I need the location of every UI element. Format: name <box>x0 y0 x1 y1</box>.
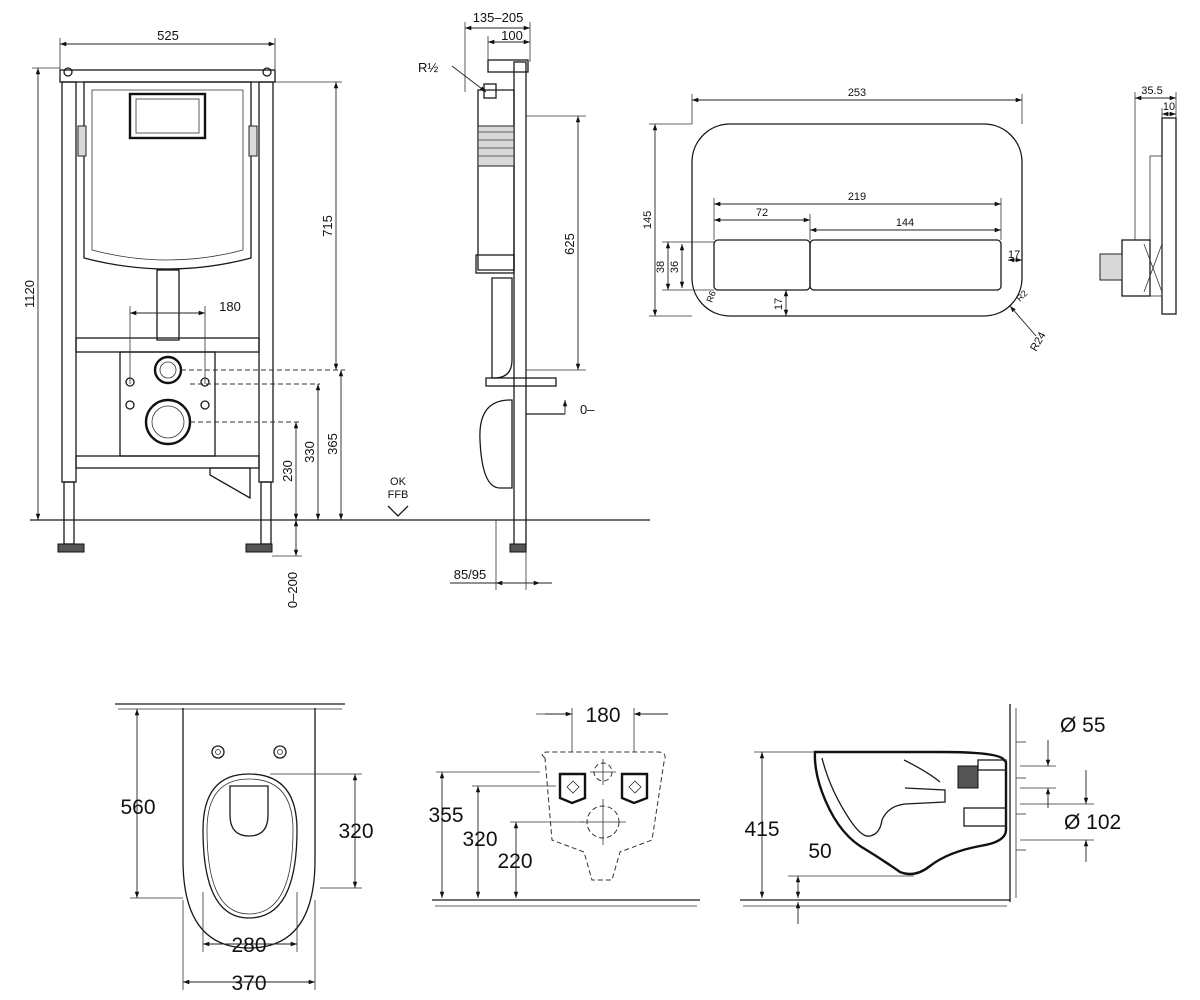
side-valve <box>483 83 497 99</box>
frame-front-view: 525 1120 715 180 365 330 230 0–200 OK <box>22 28 650 608</box>
dim-back-height-355: 355 <box>428 804 463 827</box>
dim-bowl-inner-320: 320 <box>338 820 373 843</box>
radius-r6: R6 <box>704 289 717 303</box>
right-foot <box>245 543 273 553</box>
plate-actuator <box>1099 253 1123 281</box>
dim-height-1120: 1120 <box>22 280 37 308</box>
bowl-outline <box>182 708 316 949</box>
bowl-top-view: 560 320 280 370 <box>115 703 374 995</box>
dim-height-715: 715 <box>320 215 335 237</box>
frame-bottom-rail <box>75 455 260 469</box>
thread-label-r-half: R½ <box>418 60 438 75</box>
bowl-back-view: 180 355 320 220 <box>428 704 700 907</box>
dim-depth-100: 100 <box>501 28 523 43</box>
frame-side-view: 135–205 100 R½ 625 0– 85/95 <box>418 10 595 590</box>
dim-plate-height-145: 145 <box>642 211 654 229</box>
bowl-opening <box>202 773 298 919</box>
flush-plate-side: 35.5 10 <box>1099 85 1177 315</box>
dim-buttons-219: 219 <box>848 191 866 203</box>
frame-left-leg <box>63 481 75 545</box>
dim-back-height-220: 220 <box>497 850 532 873</box>
dim-back-spacing-180: 180 <box>585 704 620 727</box>
fixing-hole-icon <box>211 745 225 759</box>
bowl-side-profile <box>813 750 1008 876</box>
inspection-opening <box>128 92 207 140</box>
frame-top-rail <box>59 69 276 83</box>
dim-bowl-width-370: 370 <box>231 972 266 995</box>
cistern-inner <box>91 89 244 261</box>
cistern-outline <box>83 81 252 270</box>
flush-pipe <box>156 269 180 341</box>
large-flush-button[interactable] <box>809 239 1002 291</box>
radius-r24: R24 <box>1028 330 1048 353</box>
dim-depth-135-205: 135–205 <box>473 10 524 25</box>
floor-ffb-label: FFB <box>388 489 409 501</box>
frame-right-leg <box>260 481 272 545</box>
bowl-inner-profile <box>821 757 946 837</box>
dim-height-625: 625 <box>562 233 577 255</box>
bowl-rinse-outlet <box>229 785 269 837</box>
dim-back-height-320: 320 <box>462 828 497 851</box>
dim-offset-17-right: 17 <box>1008 249 1020 261</box>
dim-diameter-102: Ø 102 <box>1064 811 1121 834</box>
dim-adjust-0-200: 0–200 <box>285 572 300 608</box>
flush-inlet-icon <box>153 355 183 385</box>
frame-left-upright <box>61 81 77 483</box>
dim-bottom-85-95: 85/95 <box>454 567 487 582</box>
rinse-connector <box>957 765 979 789</box>
dim-button-38: 38 <box>655 261 667 273</box>
mounting-hole-right <box>620 772 649 805</box>
dim-width-525: 525 <box>157 28 179 43</box>
bolt-icon <box>125 400 135 410</box>
dim-button-72: 72 <box>756 207 768 219</box>
side-drain-bend <box>479 399 513 489</box>
dim-height-365: 365 <box>325 433 340 455</box>
dim-offset-0: 0– <box>580 402 595 417</box>
dim-side-height-50: 50 <box>808 840 831 863</box>
dim-button-36: 36 <box>669 261 681 273</box>
left-foot <box>57 543 85 553</box>
outlet-pipe <box>963 807 1007 827</box>
side-cistern <box>477 89 515 271</box>
dim-button-144: 144 <box>896 217 914 229</box>
fixing-hole-icon <box>262 67 272 77</box>
drain-outlet-icon <box>144 398 192 446</box>
mounting-hole-left <box>558 772 587 805</box>
dim-plate-depth-35-5: 35.5 <box>1141 85 1162 97</box>
flush-plate-outline <box>691 123 1023 317</box>
dim-height-330: 330 <box>302 441 317 463</box>
side-flush-pipe <box>491 277 513 379</box>
dim-diameter-55: Ø 55 <box>1060 714 1106 737</box>
dim-plate-width-253: 253 <box>848 87 866 99</box>
flush-plate-front: 253 145 219 72 144 38 36 17 17 R6 R2 <box>642 87 1049 354</box>
radius-r2: R2 <box>1014 288 1029 303</box>
bowl-side-view: 415 50 Ø 55 Ø 102 <box>740 704 1121 924</box>
bolt-icon <box>200 400 210 410</box>
bowl-back-outline <box>541 751 666 881</box>
floor-marker-icon <box>387 505 409 517</box>
dim-side-height-415: 415 <box>744 818 779 841</box>
dim-height-230: 230 <box>280 460 295 482</box>
dim-spacing-180: 180 <box>219 299 241 314</box>
small-flush-button[interactable] <box>713 239 811 291</box>
dim-offset-17-bottom: 17 <box>773 298 785 310</box>
fixing-hole-icon <box>63 67 73 77</box>
dim-bowl-inner-280: 280 <box>231 934 266 957</box>
floor-ok-label: OK <box>390 476 407 488</box>
dim-bowl-length-560: 560 <box>120 796 155 819</box>
fixing-hole-icon <box>273 745 287 759</box>
side-upright <box>513 61 527 551</box>
dim-plate-depth-10: 10 <box>1163 101 1175 113</box>
plate-side-outline <box>1161 117 1177 315</box>
